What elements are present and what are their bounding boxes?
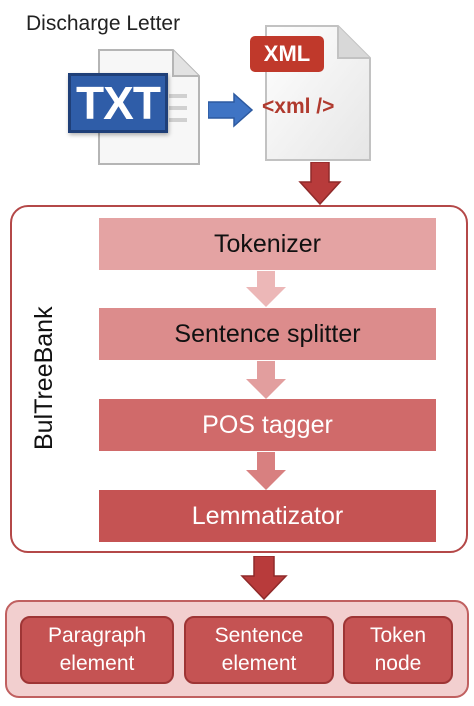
stage-arrow-icon [246, 361, 286, 399]
down-arrow-icon [298, 162, 342, 206]
pos-tagger-stage: POS tagger [99, 399, 436, 451]
txt-badge: TXT [68, 73, 168, 133]
bultreebank-label: BulTreeBank [30, 306, 58, 450]
sentence-element-box: Sentence element [184, 616, 334, 684]
output-line: Paragraph [47, 624, 147, 647]
output-line: Token [369, 624, 427, 647]
xml-tag-text: <xml /> [262, 95, 335, 118]
down-arrow-icon [240, 556, 288, 600]
sentence-splitter-stage: Sentence splitter [99, 308, 436, 360]
stage-arrow-icon [246, 271, 286, 307]
output-line: element [59, 652, 135, 675]
lemmatizator-stage: Lemmatizator [99, 490, 436, 542]
token-node-box: Token node [343, 616, 453, 684]
output-line: node [374, 652, 422, 675]
discharge-letter-caption: Discharge Letter [26, 12, 181, 35]
output-line: Sentence [214, 624, 304, 647]
output-line: element [221, 652, 297, 675]
xml-badge: XML [250, 36, 324, 72]
tokenizer-stage: Tokenizer [99, 218, 436, 270]
stage-arrow-icon [246, 452, 286, 490]
convert-arrow-icon [208, 92, 254, 128]
paragraph-element-box: Paragraph element [20, 616, 174, 684]
